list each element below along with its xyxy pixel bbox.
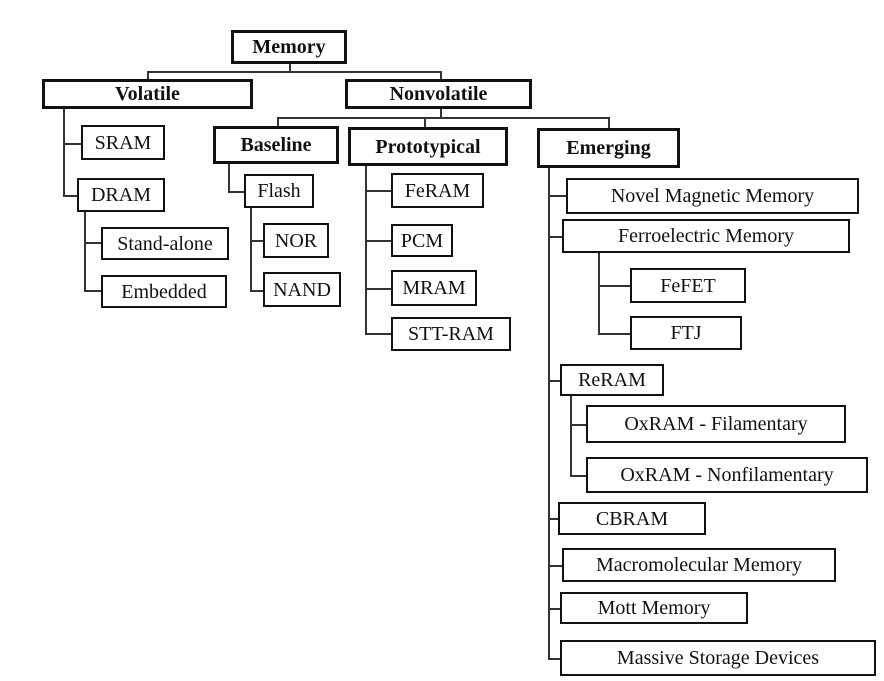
connector	[548, 236, 562, 238]
connector	[365, 166, 367, 333]
connector	[250, 290, 263, 292]
connector	[548, 518, 558, 520]
node-embedded: Embedded	[101, 275, 227, 308]
connector	[228, 164, 230, 192]
connector	[365, 240, 391, 242]
connector	[289, 64, 291, 72]
connector	[365, 288, 391, 290]
node-novel-magnetic-memory: Novel Magnetic Memory	[566, 178, 859, 214]
node-massive-storage-devices: Massive Storage Devices	[560, 640, 876, 676]
connector	[365, 190, 391, 192]
node-prototypical: Prototypical	[348, 127, 508, 166]
connector	[250, 208, 252, 290]
connector	[277, 117, 279, 126]
connector	[250, 240, 263, 242]
node-pcm: PCM	[391, 224, 453, 257]
connector	[84, 212, 86, 290]
node-nor: NOR	[263, 223, 329, 258]
connector	[548, 565, 562, 567]
connector	[548, 195, 566, 197]
node-oxram-filamentary: OxRAM - Filamentary	[586, 405, 846, 443]
connector	[570, 396, 572, 475]
node-volatile: Volatile	[42, 79, 253, 109]
connector	[548, 168, 550, 658]
node-flash: Flash	[244, 174, 314, 208]
connector	[365, 333, 391, 335]
node-cbram: CBRAM	[558, 502, 706, 535]
connector	[440, 71, 442, 79]
node-mram: MRAM	[391, 270, 477, 306]
connector	[570, 475, 586, 477]
node-macromolecular-memory: Macromolecular Memory	[562, 548, 836, 582]
connector	[570, 424, 586, 426]
connector	[424, 117, 426, 127]
node-baseline: Baseline	[213, 126, 339, 164]
connector	[63, 108, 65, 196]
connector	[548, 608, 560, 610]
node-emerging: Emerging	[537, 128, 680, 168]
node-nonvolatile: Nonvolatile	[345, 79, 532, 109]
connector	[598, 253, 600, 333]
node-feram: FeRAM	[391, 173, 484, 208]
connector	[440, 108, 442, 117]
node-dram: DRAM	[77, 178, 165, 212]
connector	[548, 658, 560, 660]
node-nand: NAND	[263, 272, 341, 307]
node-ferroelectric-memory: Ferroelectric Memory	[562, 219, 850, 253]
connector	[608, 117, 610, 128]
node-stt-ram: STT-RAM	[391, 317, 511, 351]
connector	[84, 242, 101, 244]
connector	[277, 117, 608, 119]
connector	[147, 71, 149, 79]
connector	[84, 290, 101, 292]
connector	[63, 143, 81, 145]
node-mott-memory: Mott Memory	[560, 592, 748, 624]
node-reram: ReRAM	[560, 364, 664, 396]
node-memory: Memory	[231, 30, 347, 64]
node-fefet: FeFET	[630, 268, 746, 303]
connector	[63, 195, 77, 197]
connector	[548, 380, 560, 382]
connector	[228, 191, 244, 193]
node-oxram-nonfilamentary: OxRAM - Nonfilamentary	[586, 457, 868, 493]
connector	[598, 333, 630, 335]
node-ftj: FTJ	[630, 316, 742, 350]
node-stand-alone: Stand-alone	[101, 227, 229, 260]
connector	[598, 285, 630, 287]
node-sram: SRAM	[81, 125, 165, 160]
connector	[147, 71, 440, 73]
